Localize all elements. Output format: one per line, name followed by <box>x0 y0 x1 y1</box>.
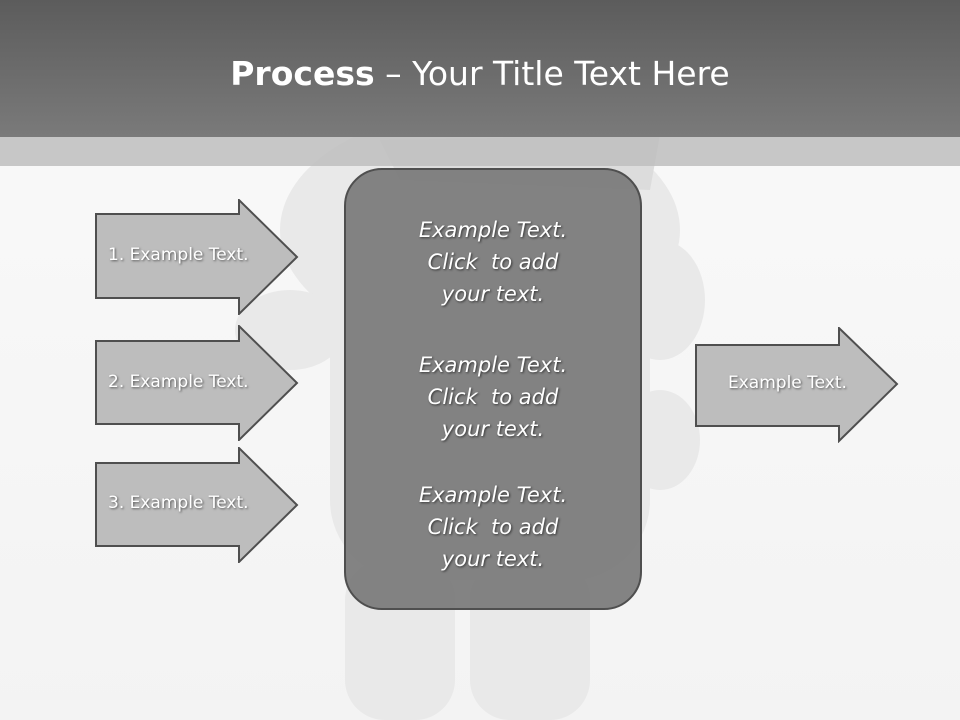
title-bold-part: Process <box>230 54 375 93</box>
title-band <box>0 0 960 137</box>
panel-line: Click to add <box>427 515 559 539</box>
title-underline-strip <box>0 137 960 166</box>
panel-text-block-2[interactable]: Example Text. Click to add your text. <box>346 349 640 445</box>
arrow-label: 3. Example Text. <box>108 493 249 513</box>
panel-text-block-1[interactable]: Example Text. Click to add your text. <box>346 214 640 310</box>
arrow-shape <box>95 447 299 563</box>
arrow-shape <box>95 325 299 441</box>
panel-line: Example Text. <box>418 353 568 377</box>
panel-line: your text. <box>441 547 545 571</box>
panel-line: your text. <box>441 417 545 441</box>
arrow-label: Example Text. <box>728 373 847 393</box>
arrow-shape <box>95 199 299 315</box>
right-arrow[interactable]: Example Text. <box>695 327 899 443</box>
left-arrow-1[interactable]: 1. Example Text. <box>95 199 299 315</box>
panel-line: Click to add <box>427 250 559 274</box>
left-arrow-2[interactable]: 2. Example Text. <box>95 325 299 441</box>
slide-title[interactable]: Process – Your Title Text Here <box>0 52 960 96</box>
left-arrow-3[interactable]: 3. Example Text. <box>95 447 299 563</box>
arrow-shape <box>695 327 899 443</box>
panel-line: Example Text. <box>418 483 568 507</box>
panel-line: Click to add <box>427 385 559 409</box>
panel-line: Example Text. <box>418 218 568 242</box>
center-text-panel[interactable]: Example Text. Click to add your text. Ex… <box>344 168 642 610</box>
panel-line: your text. <box>441 282 545 306</box>
arrow-label: 1. Example Text. <box>108 245 249 265</box>
arrow-label: 2. Example Text. <box>108 372 249 392</box>
title-rest-part: – Your Title Text Here <box>374 54 730 93</box>
panel-text-block-3[interactable]: Example Text. Click to add your text. <box>346 479 640 575</box>
